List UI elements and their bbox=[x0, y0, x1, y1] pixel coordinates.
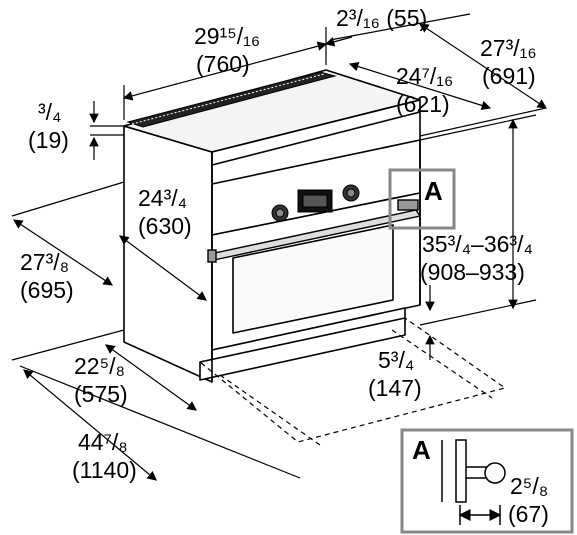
toe-kick-frac: 5³/₄ bbox=[378, 347, 414, 373]
overall-depth-metric: (691) bbox=[482, 63, 536, 89]
range-body bbox=[123, 69, 421, 383]
overall-depth-frac: 27³/₁₆ bbox=[480, 35, 537, 61]
cooktop-offset-label: 2³/₁₆ (55) bbox=[336, 5, 427, 31]
door-depth-frac: 24³/₄ bbox=[138, 185, 187, 211]
depth-with-handle-frac: 27³/₈ bbox=[20, 249, 69, 275]
overall-width-frac: 29¹⁵/₁₆ bbox=[194, 23, 260, 49]
top-thickness-metric: (19) bbox=[28, 127, 69, 153]
door-open-footprint bbox=[198, 317, 507, 446]
depth-with-handle-metric: (695) bbox=[20, 277, 74, 303]
dimension-labels: 29¹⁵/₁₆ (760) 2³/₁₆ (55) 27³/₁₆ (691) 24… bbox=[20, 5, 549, 527]
detail-inset: A bbox=[400, 428, 574, 534]
door-depth-metric: (630) bbox=[138, 213, 192, 239]
body-depth-metric: (621) bbox=[396, 91, 450, 117]
cabinet-depth-metric: (575) bbox=[74, 381, 128, 407]
control-knobs bbox=[271, 184, 360, 222]
cabinet-depth-frac: 22⁵/₈ bbox=[74, 353, 125, 379]
dimension-lines bbox=[11, 13, 547, 481]
handle-projection-frac: 2⁵/₈ bbox=[510, 473, 548, 499]
callout-letter: A bbox=[424, 176, 443, 206]
callout-box bbox=[388, 168, 456, 230]
body-depth-frac: 24⁷/₁₆ bbox=[396, 63, 453, 89]
overall-height-frac: 35³/₄–36³/₄ bbox=[422, 231, 533, 257]
overall-width-metric: (760) bbox=[196, 51, 250, 77]
side-panel bbox=[123, 125, 213, 383]
detail-letter: A bbox=[412, 435, 431, 465]
door-handle bbox=[207, 199, 422, 263]
toe-kick-metric: (147) bbox=[368, 375, 422, 401]
handle-projection-metric: (67) bbox=[508, 501, 549, 527]
door-open-depth-frac: 44⁷/₈ bbox=[78, 429, 128, 455]
door-open-depth-metric: (1140) bbox=[72, 457, 137, 483]
top-thickness-frac: ³/₄ bbox=[38, 99, 61, 125]
overall-height-metric: (908–933) bbox=[420, 259, 525, 285]
door-window bbox=[232, 224, 394, 334]
